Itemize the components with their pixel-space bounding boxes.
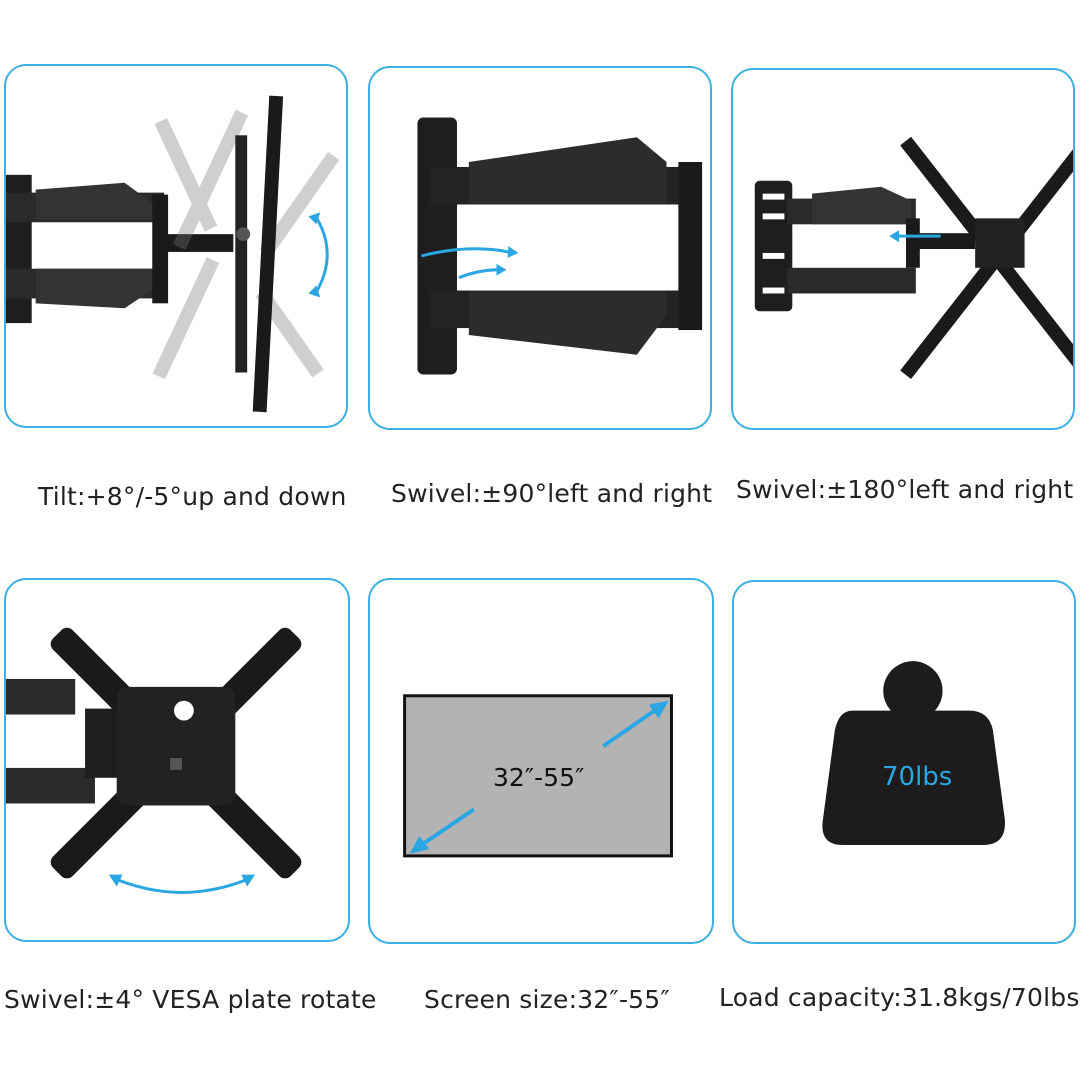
- screen-illustration: [403, 694, 673, 858]
- weight-label: 70lbs: [882, 762, 953, 792]
- rotate-illustration: [6, 627, 302, 894]
- swivel90-panel: [368, 66, 712, 430]
- caption-swivel90: Swivel:±90°left and right: [391, 479, 713, 508]
- swivel180-panel: [731, 68, 1075, 430]
- swivel180-illustration: [754, 136, 1073, 379]
- caption-rotate: Swivel:±4° VESA plate rotate: [4, 985, 377, 1014]
- rotate-panel: [4, 578, 350, 942]
- weight-illustration: [822, 661, 1005, 846]
- screen-size-label: 32″-55″: [493, 763, 585, 792]
- caption-tilt: Tilt:+8°/-5°up and down: [38, 482, 347, 511]
- tilt-illustration: [6, 95, 340, 413]
- swivel90-illustration: [417, 117, 703, 375]
- caption-swivel180: Swivel:±180°left and right: [736, 475, 1074, 504]
- load-panel: 70lbs: [732, 580, 1076, 944]
- screen-panel: 32″-55″: [368, 578, 714, 944]
- tilt-panel: [4, 64, 348, 428]
- caption-screen: Screen size:32″-55″: [424, 985, 670, 1014]
- caption-load: Load capacity:31.8kgs/70lbs: [719, 983, 1080, 1012]
